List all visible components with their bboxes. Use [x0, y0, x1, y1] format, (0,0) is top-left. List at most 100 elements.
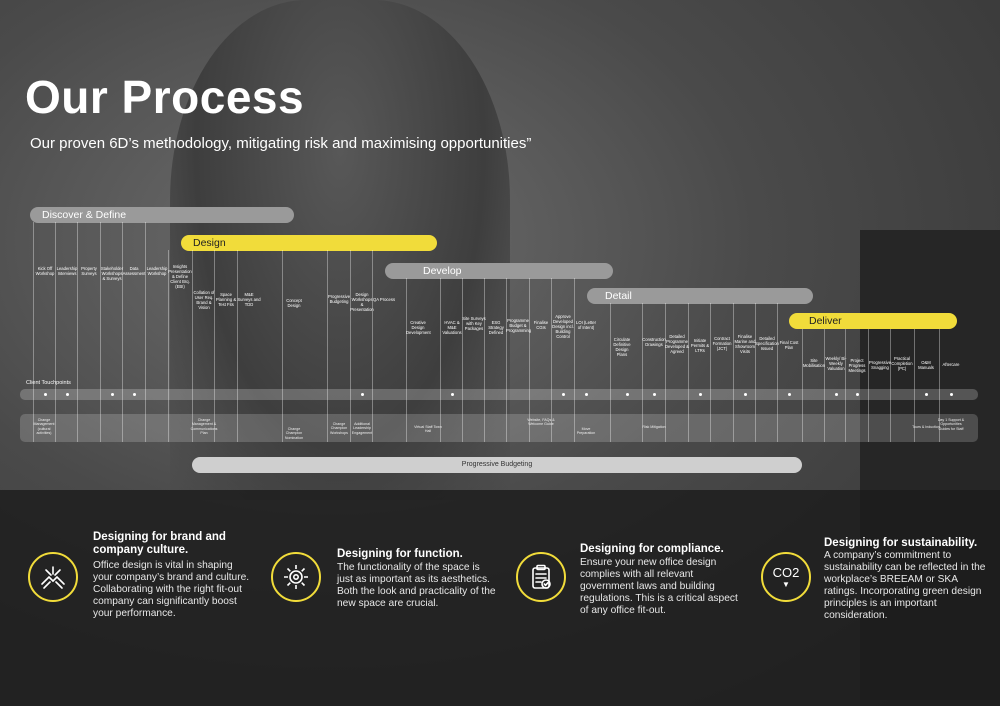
timeline-step: Leadership Workshop: [146, 266, 168, 276]
timeline-step: Concept Design: [286, 298, 302, 308]
timeline-step: Contract Formation (JCT): [712, 336, 732, 351]
phase-label: Design: [193, 237, 226, 249]
timeline-step-line: [237, 250, 238, 442]
timeline-step-line: [733, 303, 734, 442]
timeline-step-line: [824, 329, 825, 442]
change-management-item: Change Management & Communications Plan: [190, 418, 218, 436]
change-management-item: Virtual Staff Town Hall: [414, 425, 442, 434]
change-management-item: Change Management (cultural activities): [33, 418, 55, 436]
timeline-step: Design Workshops & Presentation: [350, 292, 374, 312]
timeline-step: Creative Design Development: [406, 320, 431, 335]
timeline-step-line: [484, 278, 485, 442]
timeline-step: M&E Surveys and TDD: [237, 292, 261, 307]
timeline-step: Data Assessment: [122, 266, 146, 276]
timeline-step-line: [914, 329, 915, 442]
change-management-item: Tours & Induction: [912, 425, 940, 429]
touchpoint-dot: [924, 393, 928, 396]
touchpoint-dot: [132, 393, 136, 396]
pillar-body-compliance: Ensure your new office design complies w…: [580, 557, 738, 616]
touchpoint-dot: [43, 393, 47, 396]
pillar-body-function: The functionality of the space is just a…: [337, 562, 496, 609]
timeline-step-line: [192, 250, 193, 442]
timeline-step: Approve Developed Design incl. Building …: [552, 314, 574, 339]
timeline-step: LOI (Letter of Intent): [575, 320, 596, 330]
timeline-step-line: [551, 278, 552, 442]
timeline-step: Weekly/ Bi-Weekly Valuation: [825, 356, 847, 371]
timeline-step: Initiate Permits & LTRs: [690, 338, 710, 353]
touchpoint-dot: [561, 393, 565, 396]
timeline-step-line: [406, 278, 407, 442]
pillar-heading-function: Designing for function.: [337, 548, 463, 560]
change-management-item: Website, FAQs & Welcome Guide: [527, 418, 555, 427]
timeline-step: Finalise Marine and Showroom Visits: [734, 334, 756, 354]
phase-bar-develop: Develop: [385, 263, 613, 279]
timeline-step-line: [145, 222, 146, 442]
timeline-step-line: [642, 303, 643, 442]
timeline-step-line: [372, 250, 373, 442]
timeline-step-line: [122, 222, 123, 442]
timeline-step-line: [665, 303, 666, 442]
change-management-item: Risk Mitigation: [642, 425, 666, 429]
change-management-item: Move Preparation: [576, 427, 596, 436]
timeline-step: Detailed Programme Developed & Agreed: [665, 334, 689, 354]
timeline-step: Progressive Budgeting: [327, 294, 351, 304]
timeline-step-line: [55, 222, 56, 442]
change-management-band: [20, 414, 978, 442]
touchpoint-dot: [698, 393, 702, 396]
timeline-step: Leadership Interviews: [56, 266, 78, 276]
timeline-step-line: [777, 303, 778, 442]
client-touchpoints-band: [20, 389, 978, 400]
timeline-step-line: [868, 329, 869, 442]
timeline-step: Construction Drawings: [642, 337, 666, 347]
timeline-step-line: [845, 329, 846, 442]
timeline-step-line: [802, 329, 803, 442]
pillar-body-brand: Office design is vital in shaping your c…: [93, 560, 250, 619]
change-management-item: Change Champion Workshops: [330, 422, 348, 435]
phase-bar-detail: Detail: [587, 288, 813, 304]
touchpoint-dot: [584, 393, 588, 396]
timeline-step: Kick Off Workshop: [35, 266, 55, 276]
pillar-body-sustainability: A company’s commitment to sustainability…: [824, 550, 986, 621]
timeline-step: Progressive Snagging: [868, 360, 892, 370]
touchpoint-dot: [855, 393, 859, 396]
phase-label: Discover & Define: [42, 209, 127, 221]
timeline-step-line: [33, 222, 34, 442]
change-management-item: Additional Leadership Engagement: [351, 422, 373, 435]
timeline-step-line: [710, 303, 711, 442]
timeline-step: Stakeholder Workshops & Surveys: [100, 266, 124, 281]
phase-bar-design: Design: [181, 235, 437, 251]
touchpoint-dot: [65, 393, 69, 396]
timeline-step-line: [688, 303, 689, 442]
phase-label: Detail: [605, 290, 632, 302]
timeline-step-line: [574, 278, 575, 442]
touchpoint-dot: [949, 393, 953, 396]
timeline-step-line: [168, 250, 169, 442]
page-subtitle: Our proven 6D’s methodology, mitigating …: [30, 135, 532, 152]
timeline-step: Site Surveys with Key Packages: [462, 316, 486, 331]
timeline-step: Practical Completion (PC): [891, 356, 913, 371]
timeline-step-line: [939, 329, 940, 442]
pillar-heading-brand: Designing for brand and company culture.: [93, 531, 226, 556]
background-lower-shade: [0, 490, 1000, 706]
touchpoint-dot: [110, 393, 114, 396]
timeline-step-line: [440, 278, 441, 442]
timeline-step-line: [890, 329, 891, 442]
timeline-step-line: [506, 278, 507, 442]
timeline-step: Project Progress Meetings: [848, 358, 866, 373]
touchpoint-dot: [360, 393, 364, 396]
phase-label: Deliver: [809, 315, 842, 327]
hands-together-icon: [28, 552, 78, 602]
timeline-step: QA Process: [372, 297, 396, 302]
timeline-step-line: [610, 303, 611, 442]
page-title: Our Process: [25, 71, 305, 123]
timeline-step-line: [327, 250, 328, 442]
phase-bar-deliver: Deliver: [789, 313, 957, 329]
phase-bar-discover-define: Discover & Define: [30, 207, 294, 223]
cog-icon: [271, 552, 321, 602]
timeline-step-line: [77, 222, 78, 442]
co2-icon: CO2 ▼: [761, 552, 811, 602]
co2-arrow-icon: ▼: [782, 580, 790, 589]
timeline-step-line: [755, 303, 756, 442]
timeline-step: Property Surveys: [81, 266, 97, 276]
change-management-item: Change Champion Nomination: [284, 427, 304, 440]
